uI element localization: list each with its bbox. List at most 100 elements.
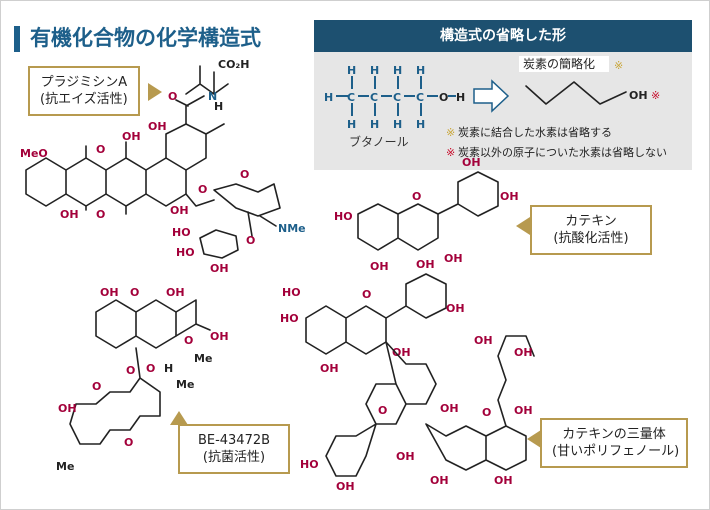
- prad-meo: MeO: [20, 147, 48, 160]
- be-ketone-2: O: [92, 380, 101, 393]
- skeletal-oh-star: ※: [651, 89, 660, 102]
- callout-be43472b-name: BE-43472B: [197, 433, 271, 448]
- prad-o-glyco: O: [246, 234, 255, 247]
- prad-co2h: CO₂H: [218, 58, 249, 71]
- prad-n: N: [208, 90, 217, 103]
- callout-catechin-name: カテキン: [565, 214, 617, 229]
- trimer-o-2: O: [378, 404, 387, 417]
- callout-be43472b-activity: (抗菌活性): [202, 450, 266, 465]
- be-o-bridge2: O: [146, 362, 155, 375]
- be-o-bridge1: O: [126, 364, 135, 377]
- prad-oh-upper: OH: [148, 120, 167, 133]
- catechin-ho: HO: [334, 210, 353, 223]
- trimer-ho-2: HO: [282, 286, 301, 299]
- prad-oh-mid: OH: [122, 130, 141, 143]
- note1: 炭素に結合した水素は省略する: [458, 125, 612, 139]
- butanol-c4: C: [416, 91, 424, 104]
- trimer-oh-6: OH: [396, 450, 415, 463]
- callout-catechin-pointer: [516, 217, 530, 235]
- arrow-icon: [473, 79, 510, 113]
- butanol-h-bot1: H: [347, 118, 356, 131]
- be-ketone-3: O: [124, 436, 133, 449]
- be-me-1: Me: [194, 352, 212, 365]
- trimer-oh-5: OH: [440, 402, 459, 415]
- abbreviation-notes: ※ 炭素に結合した水素は省略する ※ 炭素以外の原子についた水素は省略しない: [446, 125, 667, 159]
- abbreviation-panel-heading: 構造式の省略した形: [314, 20, 692, 52]
- trimer-oh-9: OH: [514, 346, 533, 359]
- trimer-ho-3: HO: [300, 458, 319, 471]
- catechin-oh-3: OH: [444, 252, 463, 265]
- callout-pradimicin-name: プラジミシンA: [40, 75, 128, 90]
- callout-catechin-trimer: カテキンの三量体 (甘いポリフェノール): [540, 418, 688, 468]
- butanol-skeletal-structure: 炭素の簡略化 ※ OH ※: [519, 56, 660, 105]
- callout-trimer-name: カテキンの三量体: [562, 427, 666, 442]
- prad-sugar2-oh: OH: [210, 262, 229, 275]
- be-oh-right: OH: [210, 330, 229, 343]
- skeletal-label-star: ※: [614, 59, 623, 72]
- butanol-full-structure: H C C C C H H H H H H H H O H ブタノール: [324, 64, 465, 149]
- prad-ring-o: O: [240, 168, 249, 181]
- trimer-oh-10: OH: [514, 404, 533, 417]
- catechin-oh-bottom: OH: [370, 260, 389, 273]
- title-accent-bar: [14, 26, 20, 52]
- trimer-ho-1: HO: [280, 312, 299, 325]
- butanol-h-bot2: H: [370, 118, 379, 131]
- be-oh-top2: OH: [166, 286, 185, 299]
- skeletal-label-bg: [519, 56, 609, 72]
- butanol-c3: C: [393, 91, 401, 104]
- skeletal-oh: OH: [629, 89, 648, 102]
- butanol-h-top4: H: [416, 64, 425, 77]
- prad-oh-sugar: OH: [170, 204, 189, 217]
- trimer-oh-11: OH: [430, 474, 449, 487]
- pradimicin-structure: CO₂H N H O OH OH O O MeO OH OH O O O NMe…: [20, 58, 306, 275]
- be-h: H: [164, 362, 173, 375]
- be43472b-structure: OH O OH O OH Me O O H Me O OH O Me: [56, 286, 229, 473]
- prad-sugar2-ho1: HO: [172, 226, 191, 239]
- butanol-c1: C: [347, 91, 355, 104]
- butanol-h-left: H: [324, 91, 333, 104]
- prad-carbonyl-o: O: [168, 90, 177, 103]
- be-oh-left: OH: [58, 402, 77, 415]
- butanol-h-bot3: H: [393, 118, 402, 131]
- be-o-ring: O: [184, 334, 193, 347]
- catechin-ring-o: O: [412, 190, 421, 203]
- trimer-oh-7: OH: [336, 480, 355, 493]
- trimer-oh-1: OH: [320, 362, 339, 375]
- callout-be43472b: BE-43472B (抗菌活性): [178, 424, 290, 474]
- callout-trimer-activity: (甘いポリフェノール): [552, 444, 680, 459]
- callout-pradimicin-pointer: [148, 83, 162, 101]
- prad-o-link: O: [198, 183, 207, 196]
- butanol-h-oh: H: [456, 91, 465, 104]
- prad-ketone-top: O: [96, 143, 105, 156]
- catechin-structure: HO OH O OH OH OH: [334, 156, 519, 273]
- trimer-o-1: O: [362, 288, 371, 301]
- page-title: 有機化合物の化学構造式: [30, 26, 261, 50]
- trimer-oh-8: OH: [474, 334, 493, 347]
- abbreviation-panel: 構造式の省略した形: [314, 20, 692, 170]
- prad-sugar2-ho2: HO: [176, 246, 195, 259]
- trimer-oh-4: OH: [392, 346, 411, 359]
- prad-ketone-bot: O: [96, 208, 105, 221]
- prad-oh-lower: OH: [60, 208, 79, 221]
- be-me-2: Me: [176, 378, 194, 391]
- trimer-oh-3: OH: [446, 302, 465, 315]
- be-ketone: O: [130, 286, 139, 299]
- trimer-oh-2: OH: [416, 258, 435, 271]
- callout-pradimicin-activity: (抗エイズ活性): [40, 92, 128, 107]
- note1-star: ※: [446, 126, 455, 139]
- catechin-oh-4p: OH: [500, 190, 519, 203]
- trimer-oh-12: OH: [494, 474, 513, 487]
- catechin-oh-3p: OH: [462, 156, 481, 169]
- butanol-c2: C: [370, 91, 378, 104]
- callout-catechin: カテキン (抗酸化活性): [530, 205, 652, 255]
- prad-nme: NMe: [278, 222, 306, 235]
- butanol-h-top1: H: [347, 64, 356, 77]
- note2: 炭素以外の原子についた水素は省略しない: [458, 145, 667, 159]
- callout-pradimicin: プラジミシンA (抗エイズ活性): [28, 66, 140, 116]
- butanol-h-bot4: H: [416, 118, 425, 131]
- butanol-h-top2: H: [370, 64, 379, 77]
- be-oh-top: OH: [100, 286, 119, 299]
- trimer-o-3: O: [482, 406, 491, 419]
- prad-n-h: H: [214, 100, 223, 113]
